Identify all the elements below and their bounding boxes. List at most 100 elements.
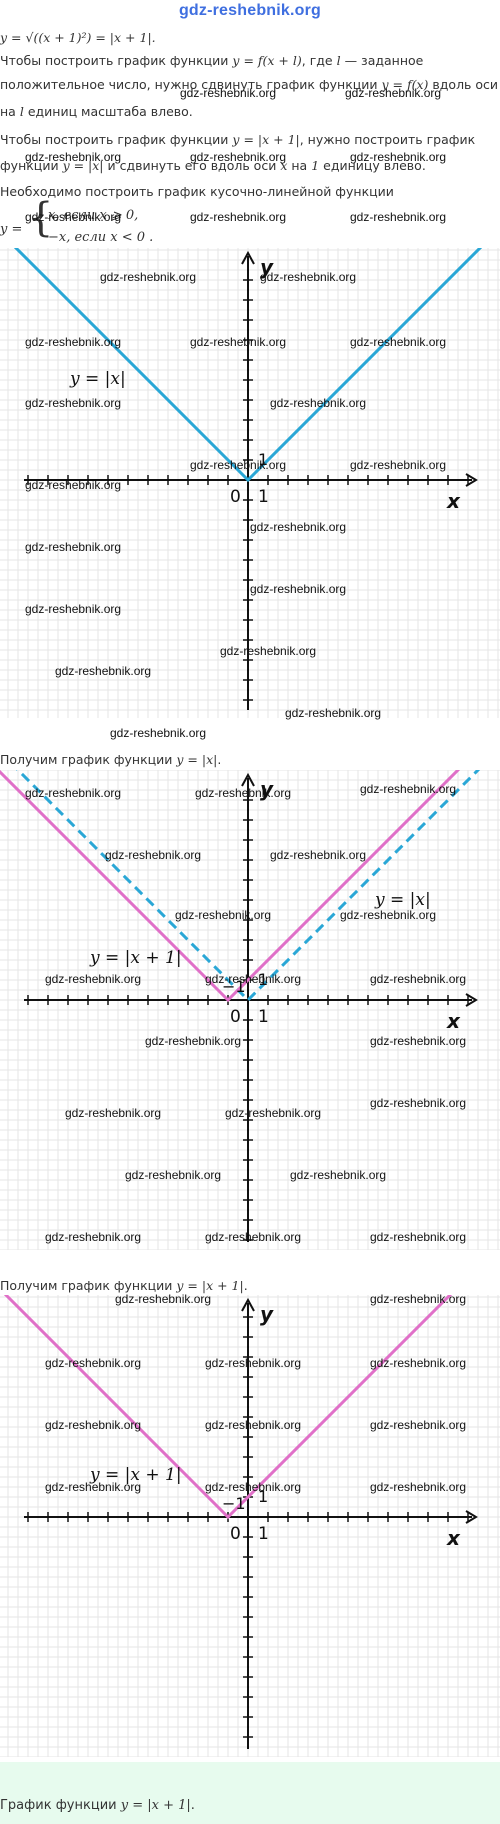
text-fragment: на xyxy=(0,104,16,119)
watermark: gdz-reshebnik.org xyxy=(205,1356,302,1370)
site-title[interactable]: gdz-reshebnik.org xyxy=(178,2,322,19)
text-fragment: на xyxy=(291,158,308,173)
watermark: gdz-reshebnik.org xyxy=(25,786,122,800)
watermark: gdz-reshebnik.org xyxy=(195,786,292,800)
watermark: gdz-reshebnik.org xyxy=(180,86,277,100)
x-tick-label-neg1: −1 xyxy=(222,1494,246,1513)
piecewise-case-1: x, если x ⩾ 0, xyxy=(48,208,139,223)
y-tick-label-1: 1 xyxy=(258,1487,268,1506)
text-fragment: Получим график функции xyxy=(0,752,173,767)
watermark: gdz-reshebnik.org xyxy=(370,1230,467,1244)
piecewise-case-2: −x, если x < 0 . xyxy=(48,230,154,245)
watermark: gdz-reshebnik.org xyxy=(370,1418,467,1432)
watermark: gdz-reshebnik.org xyxy=(25,540,122,554)
watermark: gdz-reshebnik.org xyxy=(370,972,467,986)
paragraph-2: Получим график функции y = |x|. xyxy=(0,752,500,768)
y-axis-label: y xyxy=(260,255,274,279)
y-tick-label-1: 1 xyxy=(258,970,268,989)
math-fragment: y = |x| xyxy=(62,158,104,173)
text-line-2: Чтобы построить график функции y = f(x +… xyxy=(0,53,500,69)
watermark: gdz-reshebnik.org xyxy=(45,1480,142,1494)
x-tick-label-1: 1 xyxy=(258,487,269,507)
text-line-5: Чтобы построить график функции y = |x + … xyxy=(0,132,500,148)
watermark: gdz-reshebnik.org xyxy=(55,664,152,678)
text-fragment: Получим график функции xyxy=(0,1278,173,1293)
math-fragment: 1 xyxy=(311,158,320,173)
x-axis-label: x xyxy=(446,1526,461,1550)
watermark: gdz-reshebnik.org xyxy=(205,1418,302,1432)
text-fragment: единицу влево. xyxy=(323,158,426,173)
text-fragment: Чтобы построить график функции xyxy=(0,132,229,147)
math-fragment: y = |x + 1| xyxy=(120,1798,191,1813)
text-line-3: положительное число, нужно сдвинуть граф… xyxy=(0,77,500,93)
watermark: gdz-reshebnik.org xyxy=(25,335,122,349)
y-axis-arrow xyxy=(241,1297,255,1312)
curve-label-abs-x: y = |x| xyxy=(374,890,431,910)
watermark: gdz-reshebnik.org xyxy=(100,270,197,284)
text-fragment: График функции xyxy=(0,1798,117,1813)
text-line-7: Необходимо построить график кусочно-лине… xyxy=(0,184,394,199)
answer-line: График функции y = |x + 1|. xyxy=(0,1798,500,1814)
y-tick-label-1: 1 xyxy=(258,450,268,469)
math-fragment: y = f(x + l) xyxy=(232,53,302,68)
watermark: gdz-reshebnik.org xyxy=(260,270,357,284)
curve-abs-x-plus-1 xyxy=(3,1295,453,1520)
curve-abs-x xyxy=(13,248,483,483)
watermark: gdz-reshebnik.org xyxy=(350,335,447,349)
watermark: gdz-reshebnik.org xyxy=(115,1292,212,1306)
watermark: gdz-reshebnik.org xyxy=(345,86,442,100)
text-fragment: единиц масштаба влево. xyxy=(27,104,193,119)
watermark: gdz-reshebnik.org xyxy=(25,396,122,410)
origin-label: 0 xyxy=(230,1007,241,1027)
text-fragment: , где xyxy=(301,53,333,68)
x-tick-label-neg1: −1 xyxy=(222,977,246,996)
watermark: gdz-reshebnik.org xyxy=(110,726,207,740)
math-fragment: y = |x + 1| xyxy=(232,132,300,147)
piecewise-brace: { xyxy=(28,195,54,241)
text-line-4: на l единиц масштаба влево. xyxy=(0,104,500,120)
watermark: gdz-reshebnik.org xyxy=(25,210,122,224)
watermark: gdz-reshebnik.org xyxy=(225,1106,322,1120)
watermark: gdz-reshebnik.org xyxy=(250,582,347,596)
text-fragment: вдоль оси xyxy=(432,77,499,92)
text-fragment: и сдвинуть его вдоль оси xyxy=(107,158,277,173)
curve-label-abs-x-plus-1: y = |x + 1| xyxy=(89,948,182,968)
curve-label-abs-x: y = |x| xyxy=(69,369,126,389)
watermark: gdz-reshebnik.org xyxy=(220,644,317,658)
paragraph-3: Получим график функции y = |x + 1|. xyxy=(0,1278,500,1294)
watermark: gdz-reshebnik.org xyxy=(270,396,367,410)
curve-abs-x-plus-1 xyxy=(0,770,461,1003)
watermark: gdz-reshebnik.org xyxy=(45,1230,142,1244)
watermark: gdz-reshebnik.org xyxy=(250,520,347,534)
watermark: gdz-reshebnik.org xyxy=(270,848,367,862)
math-fragment: l xyxy=(336,53,341,68)
math-fragment: y = |x + 1| xyxy=(176,1278,244,1293)
math-fragment: y = f(x) xyxy=(381,77,429,92)
watermark: gdz-reshebnik.org xyxy=(190,335,287,349)
watermark: gdz-reshebnik.org xyxy=(370,1034,467,1048)
x-axis-arrow xyxy=(465,993,478,1007)
watermark: gdz-reshebnik.org xyxy=(65,1106,162,1120)
watermark: gdz-reshebnik.org xyxy=(360,782,457,796)
watermark: gdz-reshebnik.org xyxy=(25,478,122,492)
watermark: gdz-reshebnik.org xyxy=(125,1168,222,1182)
equation-1: y = √((x + 1)²) = |x + 1|. xyxy=(0,30,156,45)
watermark: gdz-reshebnik.org xyxy=(45,1418,142,1432)
watermark: gdz-reshebnik.org xyxy=(350,150,447,164)
text-fragment: , нужно построить график xyxy=(299,132,476,147)
watermark: gdz-reshebnik.org xyxy=(175,908,272,922)
x-axis-arrow xyxy=(465,473,478,487)
y-axis-arrow xyxy=(241,250,255,265)
y-axis-label: y xyxy=(260,1302,274,1326)
watermark: gdz-reshebnik.org xyxy=(290,1168,387,1182)
watermark: gdz-reshebnik.org xyxy=(205,972,302,986)
watermark: gdz-reshebnik.org xyxy=(25,602,122,616)
watermark: gdz-reshebnik.org xyxy=(370,1356,467,1370)
watermark: gdz-reshebnik.org xyxy=(340,908,437,922)
text-fragment: . xyxy=(217,752,222,767)
text-line-6: функции y = |x| и сдвинуть его вдоль оси… xyxy=(0,158,500,174)
math-fragment: l xyxy=(19,104,24,119)
